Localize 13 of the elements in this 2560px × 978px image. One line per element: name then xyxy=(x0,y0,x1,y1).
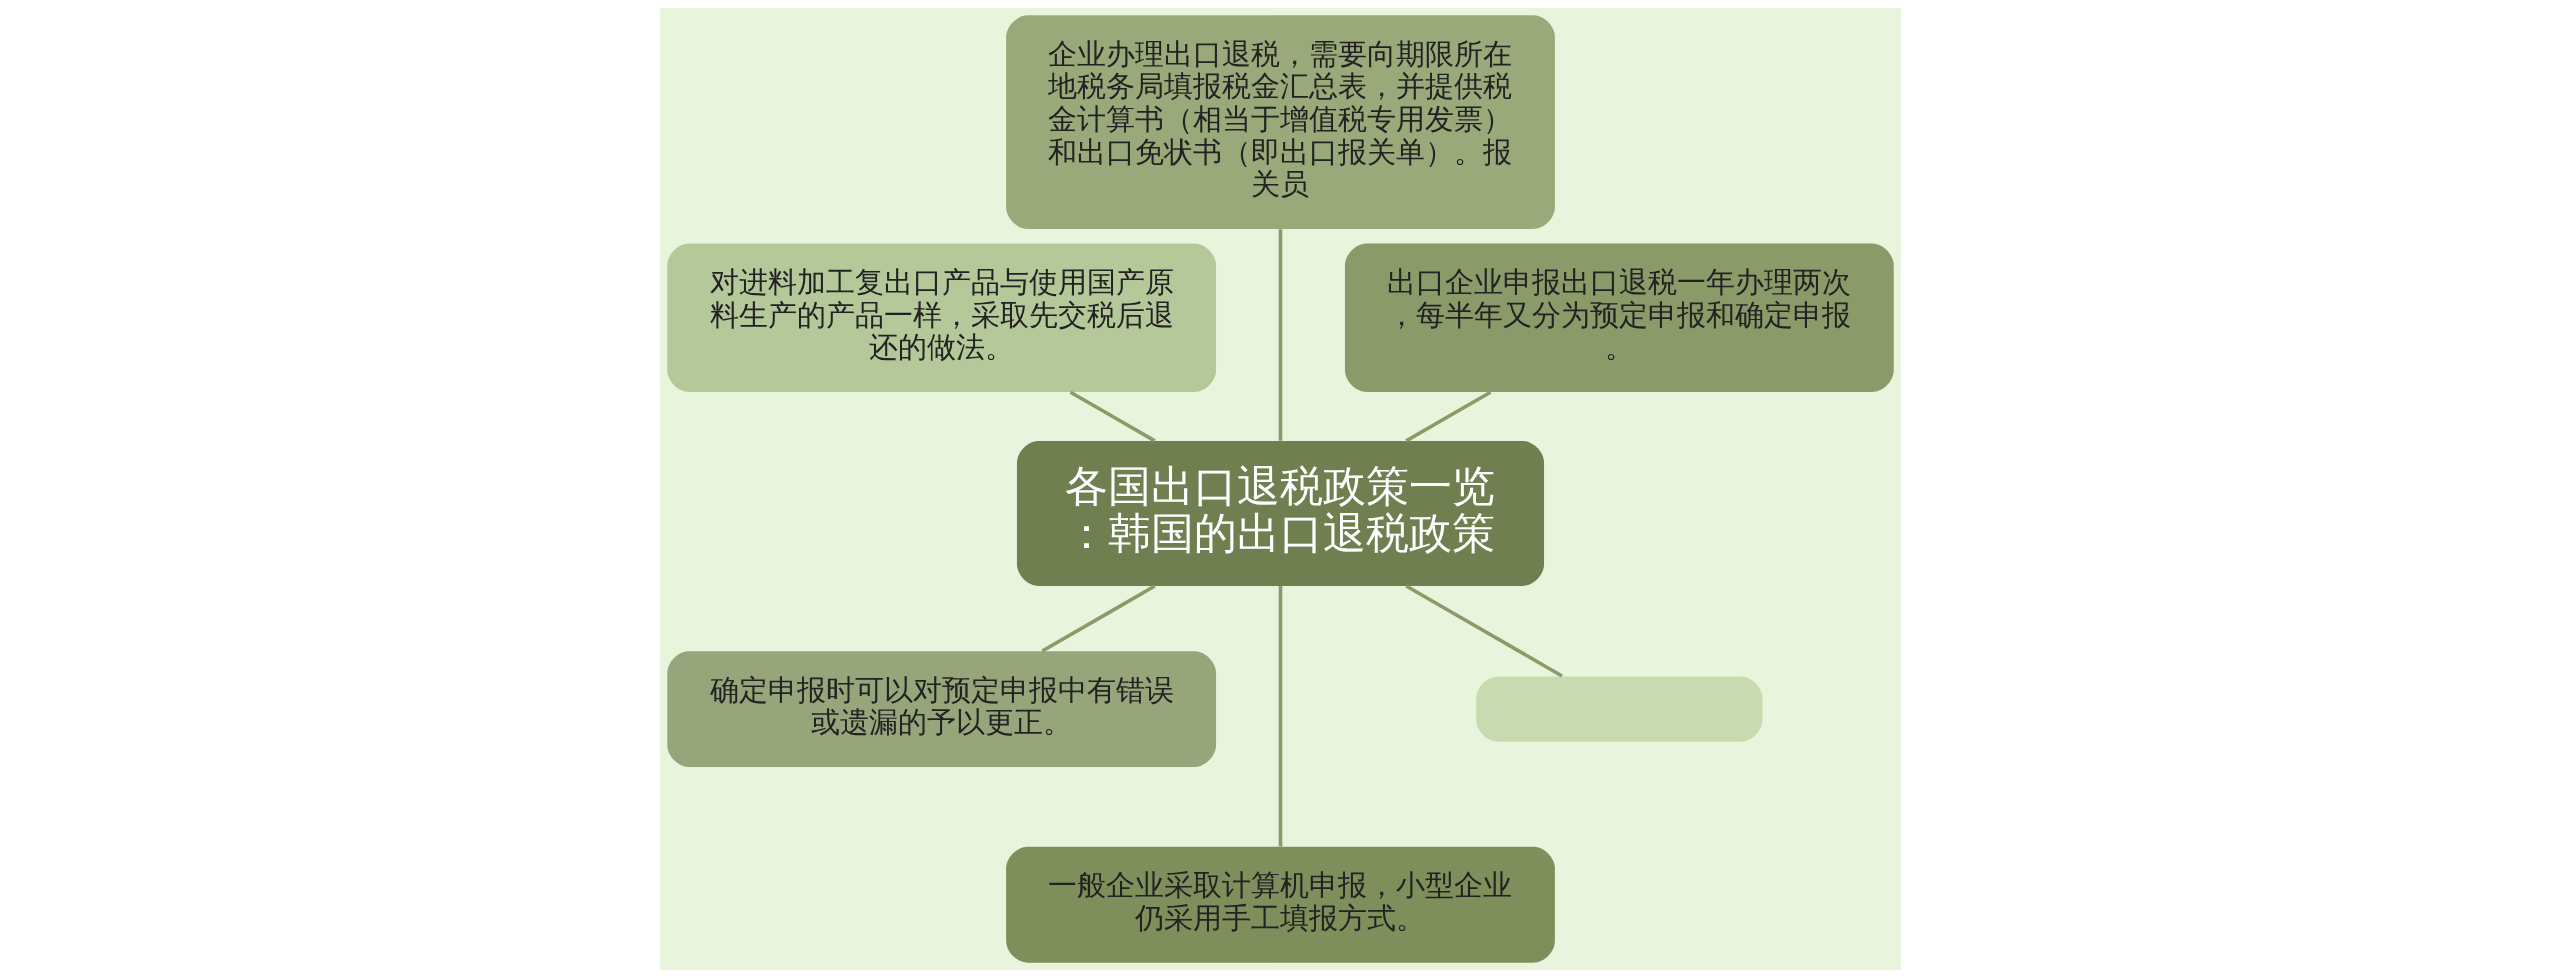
connector xyxy=(1404,390,1491,443)
node-box xyxy=(1475,676,1762,742)
connector xyxy=(1069,390,1156,443)
node-box: 出口企业申报出口退税一年办理两次，每半年又分为预定申报和确定申报。 xyxy=(1344,243,1894,393)
node-box: 一般企业采取计算机申报，小型企业仍采用手工填报方式。 xyxy=(1005,846,1555,963)
connector xyxy=(1278,586,1282,847)
node-box: 对进料加工复出口产品与使用国产原料生产的产品一样，采取先交税后退还的做法。 xyxy=(666,243,1216,393)
connector xyxy=(1040,584,1156,653)
node-box: 确定申报时可以对预定申报中有错误或遗漏的予以更正。 xyxy=(666,651,1216,768)
connector xyxy=(1404,584,1563,678)
node-box: 各国出口退税政策一览：韩国的出口退税政策 xyxy=(1016,441,1544,586)
node-box: 企业办理出口退税，需要向期限所在地税务局填报税金汇总表，并提供税金计算书（相当于增值税专用发票）和出口免状书（即出口报关单）。报关员 xyxy=(1005,15,1555,230)
connector xyxy=(1278,229,1282,441)
